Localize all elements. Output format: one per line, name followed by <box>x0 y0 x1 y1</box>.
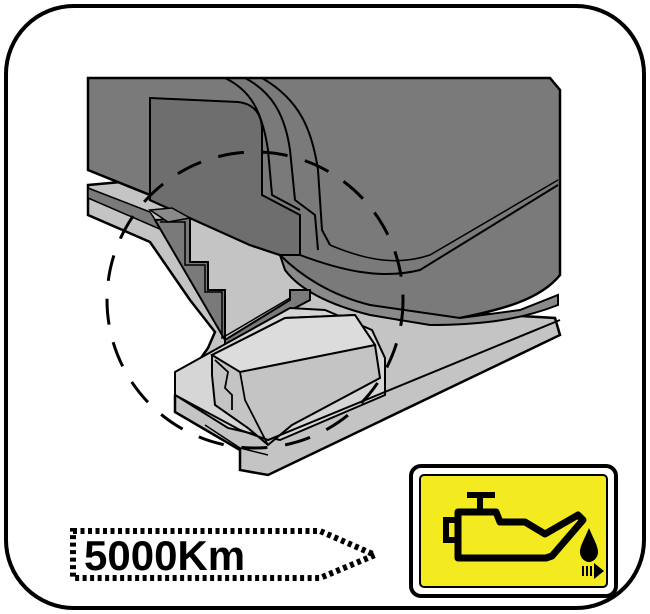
drain-plug-top <box>209 313 377 374</box>
oil-can-handle <box>443 517 458 543</box>
groove-line-2 <box>244 77 319 251</box>
highlight-circle <box>105 150 405 450</box>
drain-arrow-icon <box>582 563 604 579</box>
housing-edge-line <box>299 184 559 275</box>
interval-label: 5000Km <box>84 532 245 579</box>
plate-lip <box>174 319 561 442</box>
housing-flange <box>279 254 559 327</box>
housing-edge-line-2 <box>329 179 559 262</box>
mount-tab <box>147 207 193 223</box>
oil-can-icon <box>409 464 618 598</box>
mount-bracket-face <box>160 221 311 346</box>
drain-plug-notch <box>214 359 233 410</box>
drain-plug-ridge <box>239 371 269 446</box>
interval-arrow-outline <box>70 528 383 581</box>
groove-line-3 <box>261 77 331 246</box>
oil-can-body <box>454 508 587 562</box>
oil-drop <box>580 528 598 562</box>
housing-recess <box>149 96 301 256</box>
plate-lip-2 <box>204 424 269 456</box>
groove-line-1 <box>224 77 301 211</box>
interval-arrow: 5000Km <box>70 528 383 581</box>
oil-drain-plug-icon <box>86 76 562 477</box>
